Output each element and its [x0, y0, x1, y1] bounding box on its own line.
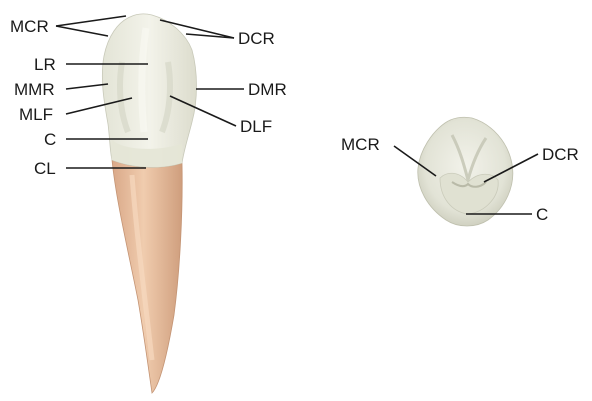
incisal-label-dcr: DCR	[542, 145, 579, 164]
lingual-view-tooth	[102, 14, 196, 393]
incisal-label-mcr: MCR	[341, 135, 380, 154]
mcr-leader-2	[56, 26, 108, 36]
mmr-leader	[66, 84, 108, 89]
mcr-leader-1	[56, 16, 126, 26]
label-lr: LR	[34, 55, 56, 74]
label-dlf: DLF	[240, 117, 272, 136]
label-dcr: DCR	[238, 29, 275, 48]
tooth-root	[112, 160, 182, 393]
label-mlf: MLF	[19, 105, 53, 124]
label-mmr: MMR	[14, 80, 55, 99]
label-mcr: MCR	[10, 17, 49, 36]
label-dmr: DMR	[248, 80, 287, 99]
incisal-view-tooth	[418, 117, 513, 226]
label-cl: CL	[34, 159, 56, 178]
label-c: C	[44, 130, 56, 149]
incisal-label-c: C	[536, 205, 548, 224]
